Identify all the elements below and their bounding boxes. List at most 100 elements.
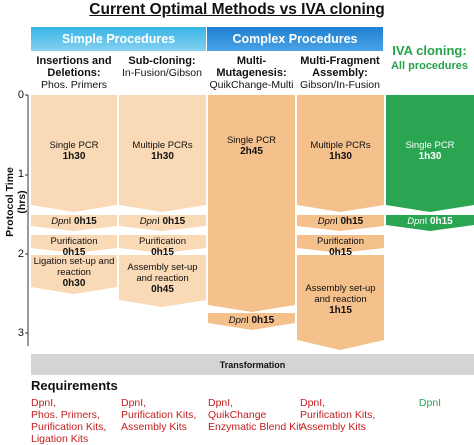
step-enzyme: Dpn	[228, 315, 247, 326]
column-name: Sub-cloning:	[128, 55, 196, 67]
c2-step-dpni: DpnI 0h15	[119, 216, 206, 227]
c4-purification-block	[297, 235, 384, 253]
c2-multiple-pcrs-block	[119, 95, 206, 212]
step-enzyme: Dpn	[407, 216, 425, 227]
column-name: Multi-Fragment Assembly:	[300, 55, 380, 79]
c5-requirements: DpnI	[386, 397, 474, 409]
requirement-item: DpnI,	[31, 397, 57, 409]
column-name: Insertions and Deletions:	[36, 55, 112, 79]
c1-step-single-pcr: Single PCR 1h30	[31, 140, 117, 162]
c2-step-multiple-pcrs: Multiple PCRs 1h30	[119, 140, 206, 162]
step-enzyme-suffix: I	[424, 216, 428, 227]
c2-dpni-block	[119, 215, 206, 231]
step-name: Single PCR	[405, 140, 455, 151]
column-sub: Phos. Primers	[41, 79, 107, 91]
step-time: 0h15	[340, 216, 364, 227]
column-sub: Gibson/In-Fusion	[300, 79, 380, 91]
column-header-multifragment: Multi-Fragment Assembly: Gibson/In-Fusio…	[296, 55, 384, 91]
requirement-item: QuikChange	[208, 409, 267, 421]
step-time: 0h15	[162, 216, 186, 227]
iva-title: IVA cloning:	[392, 43, 467, 58]
column-sub: In-Fusion/Gibson	[122, 67, 202, 79]
requirement-item: Phos. Primers,	[31, 409, 100, 421]
step-enzyme: Dpn	[139, 216, 158, 227]
requirement-item: Purification Kits,	[121, 409, 197, 421]
iva-header: IVA cloning: All procedures	[385, 44, 474, 73]
c4-step-assembly: Assembly set-up and reaction 1h15	[300, 283, 381, 316]
requirement-item: DpnI	[418, 397, 442, 409]
step-time: 1h30	[151, 151, 174, 162]
requirement-item: Assembly Kits	[121, 421, 187, 433]
step-enzyme: Dpn	[317, 216, 336, 227]
step-name: Purification	[139, 236, 186, 247]
y-tick-3: 3	[17, 327, 24, 339]
step-time: 1h30	[329, 151, 352, 162]
c1-step-purification: Purification 0h15	[31, 236, 117, 258]
c5-single-pcr-block	[386, 95, 474, 212]
complex-procedures-band: Complex Procedures	[207, 27, 383, 51]
step-time: 1h30	[62, 151, 86, 162]
y-tick-0: 0	[17, 89, 24, 101]
c4-step-dpni: DpnI 0h15	[297, 216, 384, 227]
y-tick-1: 1	[17, 168, 24, 180]
step-time: 0h15	[329, 247, 352, 258]
c3-single-pcr-block	[208, 95, 295, 312]
c1-ligation-block	[31, 255, 117, 294]
step-enzyme-suffix: I	[335, 216, 338, 227]
requirement-item: DpnI,	[208, 397, 234, 409]
c3-step-single-pcr: Single PCR 2h45	[208, 135, 295, 157]
step-name: Purification	[317, 236, 364, 247]
c2-purification-block	[119, 235, 206, 253]
step-enzyme: Dpn	[51, 216, 69, 227]
requirement-item: Ligation Kits	[31, 433, 89, 445]
figure-title: Current Optimal Methods vs IVA cloning	[89, 1, 385, 18]
requirement-item: DpnI,	[300, 397, 326, 409]
c5-step-dpni: DpnI 0h15	[386, 216, 474, 227]
step-name: Assembly set-up and reaction	[127, 262, 198, 284]
transformation-bar: Transformation	[31, 354, 474, 375]
c1-dpni-block	[31, 215, 117, 231]
c1-step-dpni: DpnI 0h15	[31, 216, 117, 227]
step-name: Multiple PCRs	[310, 140, 371, 151]
column-header-multimutagenesis: Multi-Mutagenesis: QuikChange-Multi	[207, 55, 296, 91]
requirement-item: Assembly Kits	[300, 421, 366, 433]
step-time: 0h15	[251, 315, 275, 326]
c4-assembly-block	[297, 255, 384, 350]
c2-requirements: DpnI, Purification Kits, Assembly Kits	[121, 397, 196, 433]
c2-step-purification: Purification 0h15	[119, 236, 206, 258]
c1-single-pcr-block	[31, 95, 117, 212]
step-enzyme-suffix: I	[246, 315, 249, 326]
c3-dpni-block	[208, 313, 295, 330]
requirement-item: Enzymatic Blend Kit	[208, 421, 302, 433]
step-name: Assembly set-up and reaction	[305, 283, 376, 305]
column-sub: QuikChange-Multi	[209, 79, 294, 91]
y-tick-2: 2	[17, 248, 24, 260]
requirement-item: Purification Kits,	[300, 409, 376, 421]
step-time: 1h15	[329, 305, 352, 316]
c5-step-single-pcr: Single PCR 1h30	[386, 140, 474, 162]
step-time: 0h15	[151, 247, 174, 258]
c3-requirements: DpnI, QuikChange Enzymatic Blend Kit	[208, 397, 301, 433]
step-time: 0h30	[62, 278, 86, 289]
c2-assembly-block	[119, 255, 206, 307]
step-name: Single PCR	[49, 140, 99, 151]
step-time: 1h30	[418, 151, 442, 162]
simple-procedures-band: Simple Procedures	[31, 27, 206, 51]
step-time: 2h45	[240, 146, 263, 157]
requirements-title: Requirements	[31, 378, 118, 393]
step-name: Purification	[50, 236, 98, 247]
c4-multiple-pcrs-block	[297, 95, 384, 212]
step-name: Ligation set-up and reaction	[33, 256, 115, 278]
step-enzyme-suffix: I	[68, 216, 72, 227]
c1-purification-block	[31, 235, 117, 253]
column-name: Multi-Mutagenesis:	[216, 55, 287, 79]
c3-step-dpni: DpnI 0h15	[208, 315, 295, 326]
c1-step-ligation: Ligation set-up and reaction 0h30	[31, 256, 117, 289]
step-time: 0h45	[151, 284, 174, 295]
c4-step-multiple-pcrs: Multiple PCRs 1h30	[297, 140, 384, 162]
c4-step-purification: Purification 0h15	[297, 236, 384, 258]
step-time: 0h15	[73, 216, 97, 227]
requirement-item: Purification Kits,	[31, 421, 107, 433]
iva-sub: All procedures	[390, 60, 469, 72]
c1-requirements: DpnI, Phos. Primers, Purification Kits, …	[31, 397, 106, 445]
